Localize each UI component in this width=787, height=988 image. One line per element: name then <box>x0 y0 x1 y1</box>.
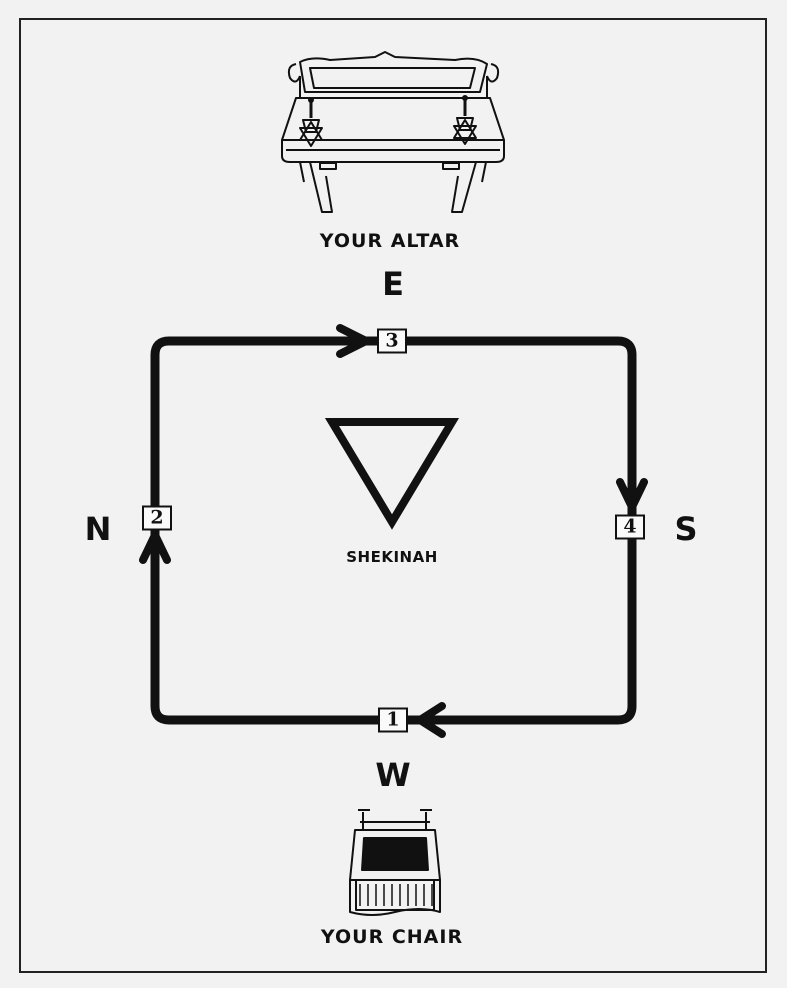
chair-icon <box>349 809 441 916</box>
direction-west: W <box>375 756 411 794</box>
arrow-west <box>416 702 446 738</box>
station-3: 3 <box>377 328 407 354</box>
circuit-path <box>150 336 637 725</box>
altar-table-icon <box>281 51 505 213</box>
station-1: 1 <box>378 707 408 733</box>
shekinah-caption: SHEKINAH <box>346 548 438 566</box>
direction-north: N <box>84 510 112 548</box>
station-4: 4 <box>615 514 645 540</box>
arrow-north <box>139 531 171 564</box>
circuit-arrows <box>139 324 648 738</box>
direction-south: S <box>674 510 698 548</box>
altar-caption: YOUR ALTAR <box>319 230 461 252</box>
direction-east: E <box>382 265 404 303</box>
inverted-triangle-icon <box>324 418 460 530</box>
arrow-south <box>616 478 648 511</box>
diagram-frame <box>19 18 767 973</box>
chair-caption: YOUR CHAIR <box>320 926 464 948</box>
arrow-east <box>336 324 370 358</box>
station-2: 2 <box>142 505 172 531</box>
